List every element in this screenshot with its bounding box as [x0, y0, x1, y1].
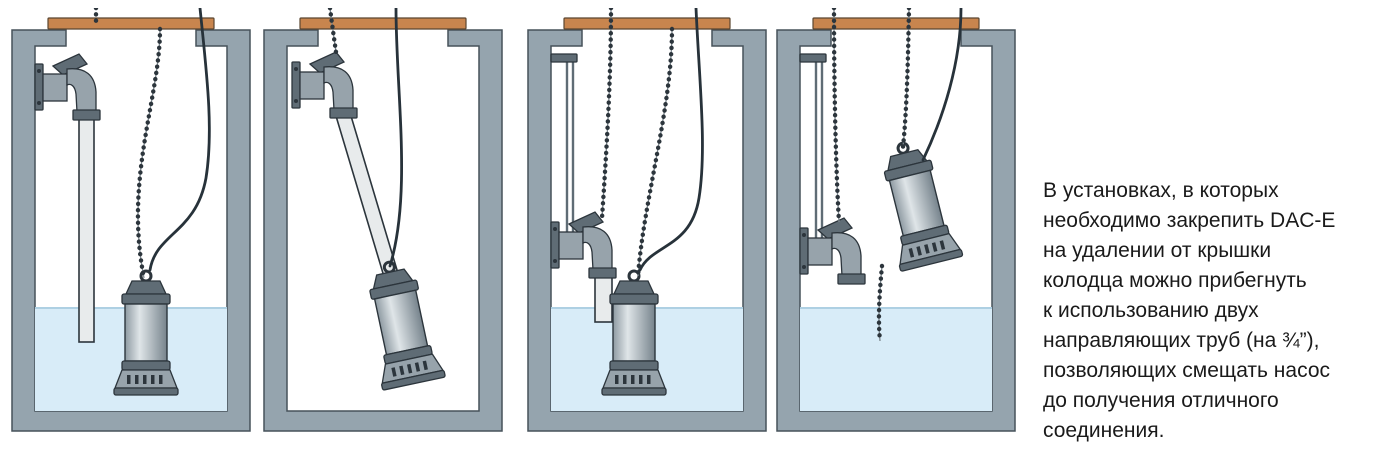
chain-tail	[876, 263, 885, 344]
description-line: колодца можно прибегнуть	[1043, 269, 1307, 292]
description-line: к использованию двух	[1043, 299, 1259, 322]
description-line: направляющих труб (на ¾”),	[1043, 329, 1320, 352]
panel-2-pump-lowered	[263, 8, 503, 432]
water	[800, 308, 992, 411]
panel-1-pump-installed	[11, 8, 251, 432]
lifting-chain	[329, 8, 337, 53]
submersible-pump	[869, 134, 965, 273]
guide-pipes	[814, 58, 824, 252]
discharge-elbow	[550, 211, 617, 279]
lifting-chain	[637, 28, 673, 277]
guide-pipes	[565, 58, 575, 246]
support-bar	[47, 17, 215, 30]
power-cable	[638, 8, 704, 272]
guide-bracket	[799, 53, 827, 63]
lifting-chain	[900, 8, 912, 150]
discharge-elbow	[34, 53, 101, 121]
lifting-chain	[135, 26, 163, 281]
description-line: В установках, в которых	[1043, 179, 1279, 202]
support-bar	[812, 17, 980, 30]
power-cable	[148, 8, 211, 272]
description-line: на удалении от крышки	[1043, 239, 1272, 262]
guide-bracket	[550, 53, 578, 63]
panel-4-pump-suspended	[776, 8, 1016, 432]
lifting-chain	[635, 26, 675, 279]
power-cable	[921, 8, 963, 162]
lifting-chain	[831, 8, 842, 225]
discharge-elbow	[799, 217, 866, 285]
power-cable	[388, 8, 404, 268]
discharge-elbow	[291, 51, 358, 119]
lifting-chain	[599, 8, 614, 221]
panel-3-pump-on-guide-pipes	[527, 8, 767, 432]
submersible-pump	[355, 254, 447, 392]
discharge-pipe	[334, 115, 400, 276]
support-bar	[563, 17, 731, 30]
discharge-pipe	[78, 117, 95, 343]
description-line: соединения.	[1043, 419, 1165, 442]
description-line: до получения отличного	[1043, 389, 1279, 412]
description-line: позволяющих смещать насос	[1043, 359, 1330, 382]
description-text: В установках, в которых необходимо закре…	[1043, 176, 1399, 446]
support-bar	[299, 17, 467, 30]
description-line: необходимо закрепить DAC-E	[1043, 209, 1336, 232]
